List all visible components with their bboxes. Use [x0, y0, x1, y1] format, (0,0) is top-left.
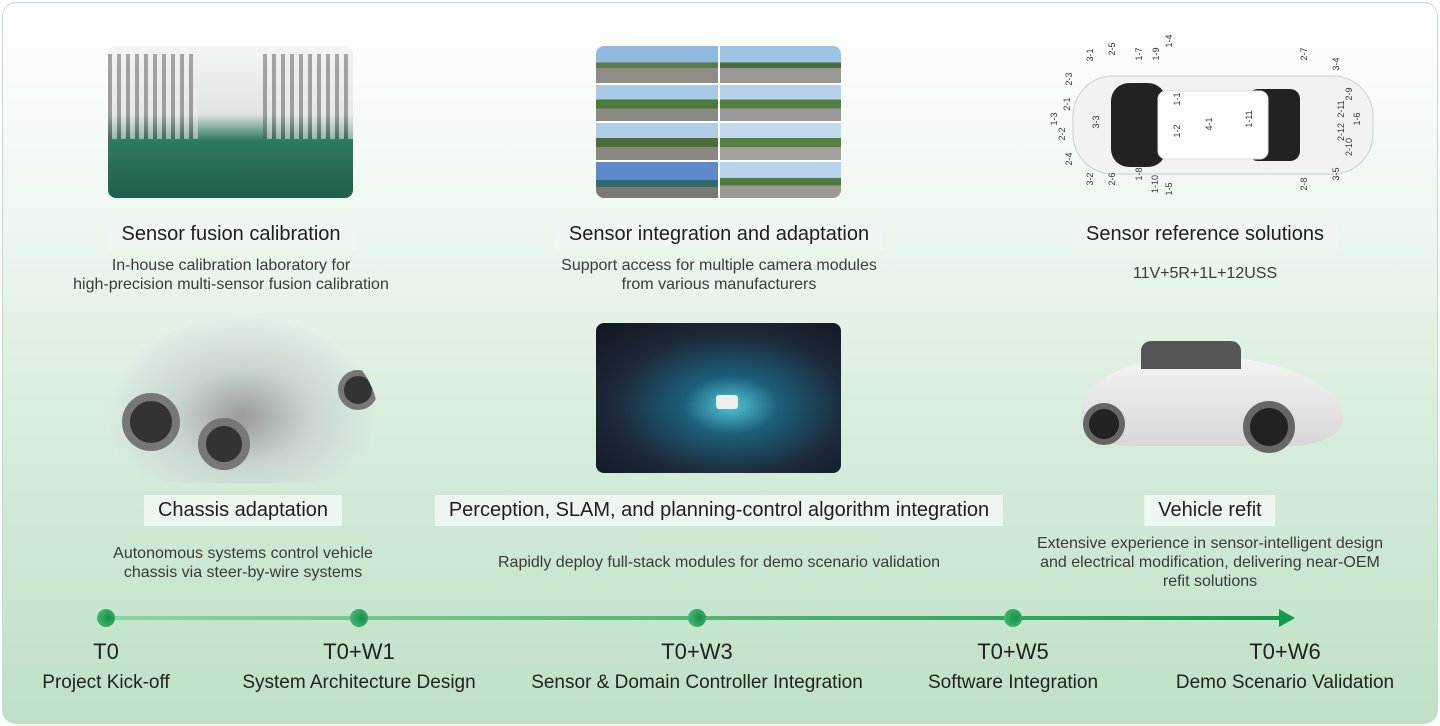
multi-camera-views-photo: [596, 46, 841, 198]
milestone-dot: [97, 609, 115, 627]
feature-title-chassis: Chassis adaptation: [143, 495, 343, 526]
feature-desc-reference: 11V+5R+1L+12USS: [1132, 265, 1278, 282]
milestone-label: T0+W1: [323, 639, 395, 664]
feature-title-calibration: Sensor fusion calibration: [107, 219, 355, 250]
feature-title-integration: Sensor integration and adaptation: [554, 219, 884, 250]
perception-visualization: [596, 323, 841, 473]
milestone-desc: System Architecture Design: [242, 672, 476, 693]
sensor-layout-diagram: [1072, 75, 1374, 175]
milestone-desc: Software Integration: [927, 672, 1099, 693]
milestone-desc: Demo Scenario Validation: [1175, 672, 1395, 693]
feature-desc-integration: Support access for multiple camera modul…: [561, 257, 877, 293]
milestone-label: T0+W3: [661, 639, 733, 664]
feature-title-algorithm: Perception, SLAM, and planning-control a…: [434, 495, 1004, 526]
feature-title-reference: Sensor reference solutions: [1072, 219, 1338, 250]
calibration-lab-photo: [108, 46, 353, 198]
car-windshield: [1111, 83, 1166, 167]
feature-desc-algorithm: Rapidly deploy full-stack modules for de…: [498, 554, 940, 571]
milestone-desc: Project Kick-off: [42, 672, 170, 693]
milestone-label: T0+W6: [1249, 639, 1321, 664]
car-roof-rack: [1157, 90, 1269, 160]
milestone-label: T0: [93, 639, 119, 664]
chassis-xray-render: [106, 318, 378, 483]
feature-desc-refit: Extensive experience in sensor-intellige…: [1037, 535, 1383, 590]
feature-title-refit: Vehicle refit: [1144, 495, 1276, 526]
milestone-desc: Sensor & Domain Controller Integration: [531, 672, 863, 693]
milestone-dot: [350, 609, 368, 627]
timeline-arrow-icon: [1279, 609, 1295, 627]
milestone-dot: [1004, 609, 1022, 627]
milestone-dot: [688, 609, 706, 627]
milestone-label: T0+W5: [977, 639, 1049, 664]
refit-vehicle-photo: [1071, 321, 1351, 471]
